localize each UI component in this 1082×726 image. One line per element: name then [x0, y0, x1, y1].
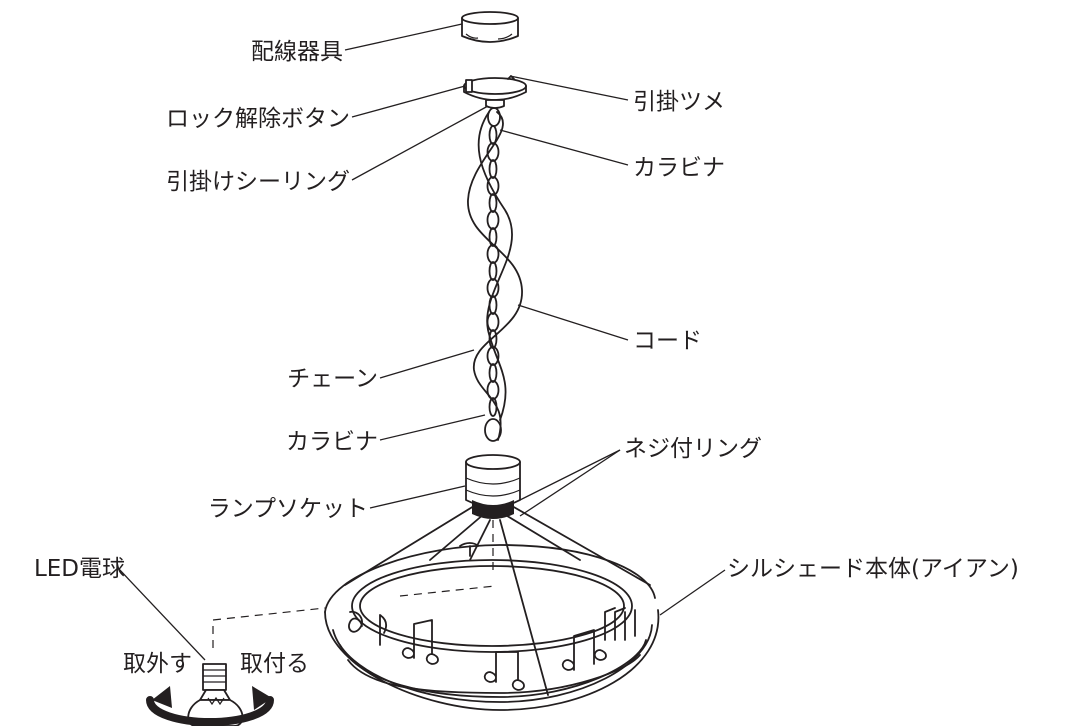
wiring-fixture: [461, 11, 519, 43]
leader-lines: [117, 23, 726, 661]
label-screw-ring: ネジ付リング: [624, 436, 762, 462]
shade-body: [212, 520, 660, 711]
labels: 配線器具 ロック解除ボタン 引掛けシーリング 引掛ツメ カラビナ コード チェー…: [34, 39, 1019, 677]
label-lamp-socket: ランプソケット: [208, 496, 368, 522]
label-shade-body: シルシェード本体(アイアン): [727, 556, 1019, 582]
label-led-bulb: LED電球: [34, 556, 125, 582]
label-chain: チェーン: [287, 366, 378, 392]
label-carabiner-bottom: カラビナ: [286, 429, 378, 455]
rotation-arrows-icon: [146, 686, 274, 726]
label-hook-ceiling: 引掛けシーリング: [166, 169, 350, 195]
label-lock-release-button: ロック解除ボタン: [166, 106, 350, 132]
label-cord: コード: [633, 328, 702, 354]
label-remove: 取外す: [123, 651, 192, 677]
label-hook-claw: 引掛ツメ: [633, 89, 725, 115]
music-notes-decoration: [348, 542, 636, 691]
label-attach: 取付る: [240, 651, 309, 677]
shade-arms: [344, 505, 651, 696]
label-carabiner-top: カラビナ: [633, 155, 725, 181]
chain: [484, 107, 502, 442]
cord: [467, 111, 523, 441]
hook-ceiling: [463, 75, 527, 109]
label-wiring-fixture: 配線器具: [251, 39, 343, 65]
lamp-socket: [465, 454, 521, 519]
